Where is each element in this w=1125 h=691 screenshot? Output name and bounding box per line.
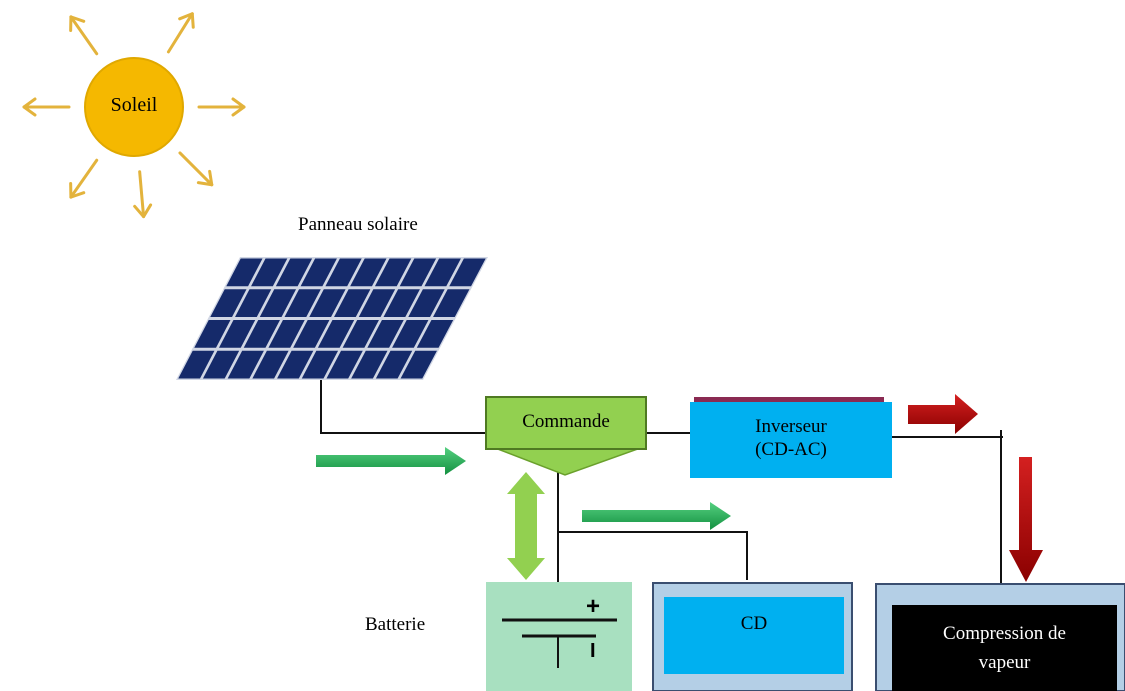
ac-load-label-line1: Compression de [943,623,1066,644]
panel-cell [178,350,215,379]
panel-cell [309,289,346,317]
panel-cell [416,320,454,348]
panel-label: Panneau solaire [298,214,418,235]
panel-to-controller-wire [320,380,486,434]
panel-cell [277,350,314,379]
inverter [690,397,892,478]
inverter-label-line2: (CD-AC) [755,439,827,460]
panel-cell [408,289,445,317]
panel-cell [326,350,363,379]
sun-ray-head-2 [178,12,195,29]
panel-cell [300,258,337,287]
panel-cell [449,258,486,287]
panel-cell [268,320,305,348]
panel-cell [400,350,437,379]
controller-box [485,396,647,450]
panel-cell [317,320,355,348]
panel-cell [194,320,231,348]
panel-cell [367,320,404,348]
dc-load-label: CD [740,613,768,634]
panel-cell [424,258,461,287]
wires [320,380,1003,606]
panel-cell [235,289,272,317]
battery-label: Batterie [365,614,426,635]
inverter-box [690,402,892,478]
panel-cell [350,258,387,287]
dc-load-box [664,597,844,674]
panel-cell [251,258,288,287]
ac-load-label-line2: vapeur [978,652,1031,673]
panel-cell [284,289,321,317]
panel-cell [275,258,313,287]
panel-cell [342,320,379,348]
ac-load [875,583,1125,691]
panel-cell [375,350,413,379]
panel-cell [202,350,240,379]
sun-group [22,12,246,219]
green-arrow-panel-to-controller [316,447,466,475]
battery-double-arrow [507,472,545,580]
panel-cell [252,350,289,379]
panel-cell [399,258,437,287]
ac-load-box [892,605,1117,691]
sun-ray-2 [166,12,194,54]
panel-cell [227,350,264,379]
battery-minus-sign: I [590,640,596,662]
sun-ray-head-6 [69,182,86,199]
flow-arrows [316,394,1043,582]
panel-cell [383,289,420,317]
dc-load-wire [558,531,748,580]
green-arrow-controller-to-dc [582,502,731,530]
controller-triangle [489,445,647,476]
panel-cell [351,350,388,379]
panel-cell [210,289,247,317]
panel-cell [301,350,339,379]
sun-ray-4 [178,151,214,187]
solar-panel [176,257,488,380]
dc-load [652,582,853,691]
battery-plus-sign: + [586,593,601,620]
sun-ray-1 [69,15,99,56]
red-arrow-down-to-load [1009,457,1043,582]
sun-ray-head-3 [231,97,246,117]
controller-label: Commande [522,411,610,432]
sun-ray-6 [69,158,99,199]
panel-cell [219,320,256,348]
sun-label: Soleil [110,94,158,116]
panel-cell [392,320,429,348]
sun-circle [84,57,184,157]
sun-ray-head-4 [196,169,214,187]
sun-ray-5 [138,170,146,219]
panel-cell [374,258,412,287]
inverter-label: Inverseur (CD-AC) [690,415,892,461]
controller [485,396,647,476]
inverter-label-line1: Inverseur [755,416,827,437]
battery [486,582,632,691]
panel-cell [433,289,470,317]
sun-rays [22,12,246,219]
panel-cell [226,258,263,287]
sun-ray-head-1 [69,15,86,32]
panel-cell [358,289,396,317]
red-arrow-inverter-to-load [908,394,978,434]
ac-load-label: Compression de vapeur [892,622,1117,674]
panel-cell [325,258,362,287]
panel-cell [243,320,280,348]
panel-cell [259,289,297,317]
sun-ray-head-5 [133,203,153,219]
sun-ray-head-7 [22,97,37,117]
panel-cell [334,289,371,317]
panel-cell [293,320,330,348]
